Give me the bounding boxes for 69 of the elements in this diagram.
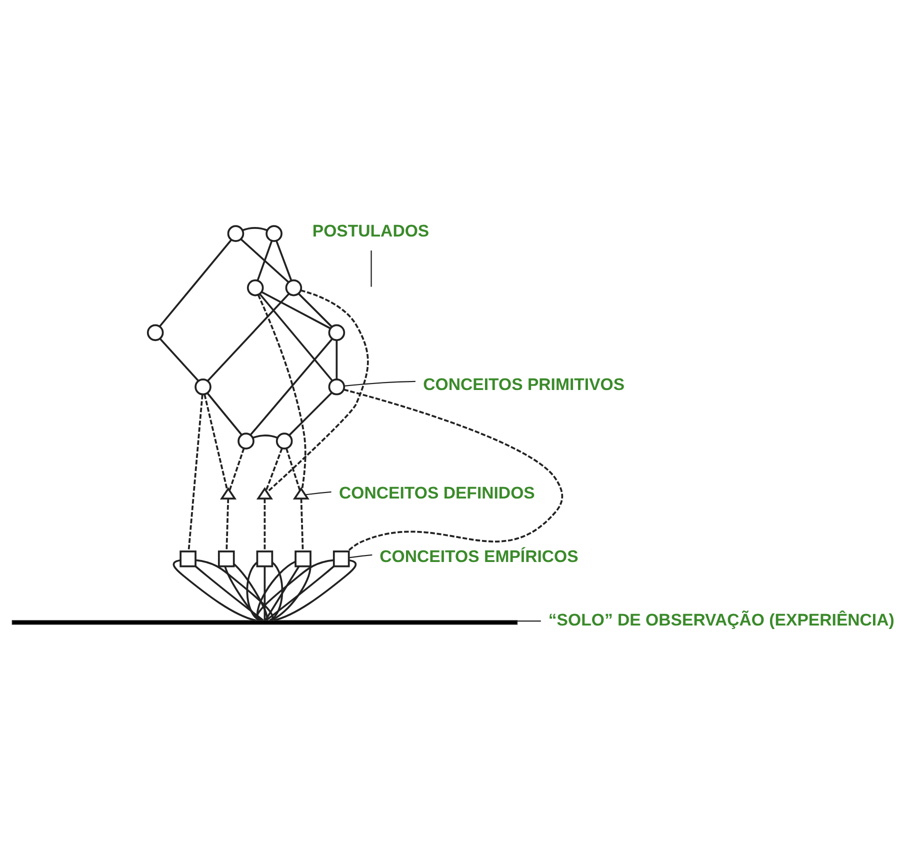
node-text: CONCEITOS DEFINIDOS xyxy=(339,483,535,502)
node-text: CONCEITOS PRIMITIVOS xyxy=(423,375,625,394)
node-box xyxy=(180,550,196,568)
connector xyxy=(288,392,332,436)
connector xyxy=(172,559,256,622)
node-bar xyxy=(12,620,518,625)
connector xyxy=(261,291,331,330)
connector xyxy=(252,434,278,439)
node-box xyxy=(256,550,274,568)
connector xyxy=(259,293,333,382)
connector xyxy=(195,566,264,622)
connector xyxy=(344,380,416,387)
connector xyxy=(246,562,260,622)
connector xyxy=(264,498,266,552)
connector xyxy=(286,448,301,491)
node-text: POSTULADOS xyxy=(312,222,430,241)
connector xyxy=(159,338,199,382)
connector xyxy=(158,239,232,328)
connector xyxy=(233,564,268,621)
connector xyxy=(240,238,290,283)
connector xyxy=(264,566,300,622)
node-text: “SOLO” DE OBSERVAÇÃO (EXPERIÊNCIA) xyxy=(548,610,894,630)
node-circle xyxy=(276,432,293,450)
connector xyxy=(517,620,541,622)
connector xyxy=(207,293,290,382)
node-circle xyxy=(266,225,282,242)
node-circle xyxy=(285,279,302,296)
connector xyxy=(256,240,273,281)
connector xyxy=(276,240,292,281)
connector xyxy=(305,491,332,496)
connector xyxy=(188,394,204,552)
connector xyxy=(344,388,564,552)
connector xyxy=(336,340,338,380)
node-box xyxy=(218,550,235,568)
node-circle xyxy=(238,432,254,450)
node-circle xyxy=(146,324,164,342)
connector xyxy=(298,293,332,328)
connector xyxy=(256,559,334,622)
connector xyxy=(257,294,306,490)
connector xyxy=(206,392,242,436)
connector xyxy=(226,498,230,552)
connector xyxy=(224,566,262,622)
connector xyxy=(273,559,357,622)
connector xyxy=(266,566,334,622)
connector xyxy=(204,394,228,490)
connector xyxy=(228,448,245,491)
connector xyxy=(264,566,266,621)
connector xyxy=(265,448,283,491)
connector xyxy=(196,559,274,622)
connector xyxy=(250,338,334,436)
node-circle xyxy=(246,279,264,296)
node-triangle xyxy=(292,487,310,500)
node-circle xyxy=(227,225,244,242)
connector xyxy=(370,250,372,287)
node-box xyxy=(332,550,350,568)
node-text: CONCEITOS EMPÍRICOS xyxy=(380,547,578,566)
node-box xyxy=(294,550,312,568)
connector xyxy=(269,562,284,622)
connector xyxy=(256,560,296,622)
connector xyxy=(300,498,304,552)
connector xyxy=(348,554,372,558)
connector xyxy=(266,289,369,493)
node-triangle xyxy=(256,487,273,500)
connector xyxy=(270,566,312,622)
node-triangle xyxy=(220,487,237,500)
node-circle xyxy=(194,378,212,396)
connector xyxy=(242,227,268,232)
node-circle xyxy=(328,324,346,342)
node-circle xyxy=(328,378,346,396)
